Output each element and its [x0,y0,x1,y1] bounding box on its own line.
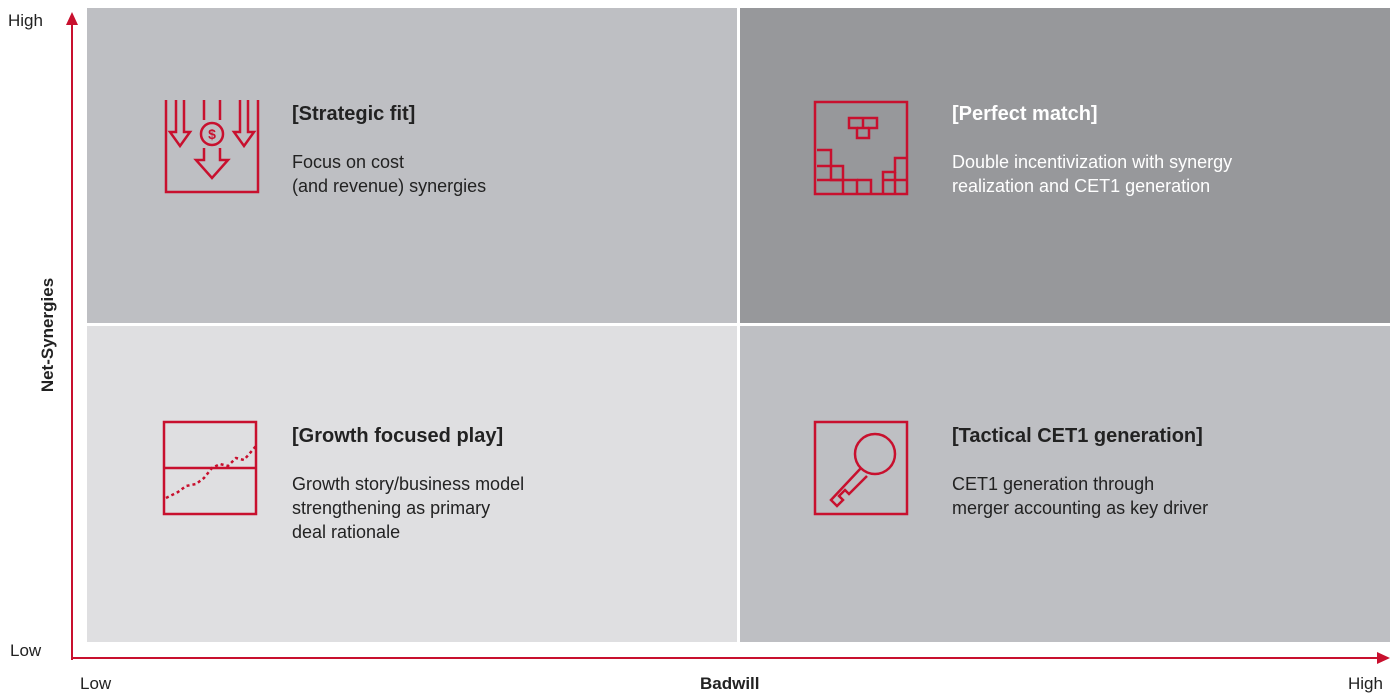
key-icon [813,420,909,516]
x-axis-arrow [1377,652,1390,664]
quadrant-description: Growth story/business model strengthenin… [292,472,652,544]
puzzle-blocks-icon [813,100,909,196]
quadrant-title: [Strategic fit] [292,103,416,125]
quadrant-title: [Growth focused play] [292,425,504,447]
description-line: Double incentivization with synergy [952,152,1233,172]
svg-text:$: $ [208,126,216,142]
description-line: deal rationale [292,522,401,542]
description-line: Growth story/business model [292,474,525,494]
quadrant-description: Double incentivization with synergy real… [952,150,1312,198]
growth-chart-icon [162,420,258,516]
quadrant-description: Focus on cost (and revenue) synergies [292,150,652,198]
quadrant-description: CET1 generation through merger accountin… [952,472,1312,520]
description-line: CET1 generation through [952,474,1155,494]
x-axis-title: Badwill [700,674,760,693]
quadrant-tactical-cet1-generation: [Tactical CET1 generation] CET1 generati… [740,326,1390,642]
description-line: (and revenue) synergies [292,176,487,196]
description-line: merger accounting as key driver [952,498,1209,518]
quadrant-perfect-match: [Perfect match] Double incentivization w… [740,8,1390,323]
y-low-label: Low [10,641,42,660]
description-line: realization and CET1 generation [952,176,1211,196]
y-axis-title: Net-Synergies [38,277,57,393]
description-line: Focus on cost [292,152,405,172]
description-line: strengthening as primary [292,498,491,518]
y-axis-arrow [66,12,78,25]
quadrant-strategic-fit: $ [Strategic fit] Focus on cost (and rev… [87,8,737,323]
x-low-label: Low [80,674,112,693]
cost-synergy-arrows-icon: $ [164,98,260,194]
x-high-label: High [1348,674,1383,693]
quadrant-title: [Tactical CET1 generation] [952,425,1203,447]
quadrant-title: [Perfect match] [952,103,1098,125]
quadrant-growth-focused-play: [Growth focused play] Growth story/busin… [87,326,737,642]
y-high-label: High [8,11,43,30]
